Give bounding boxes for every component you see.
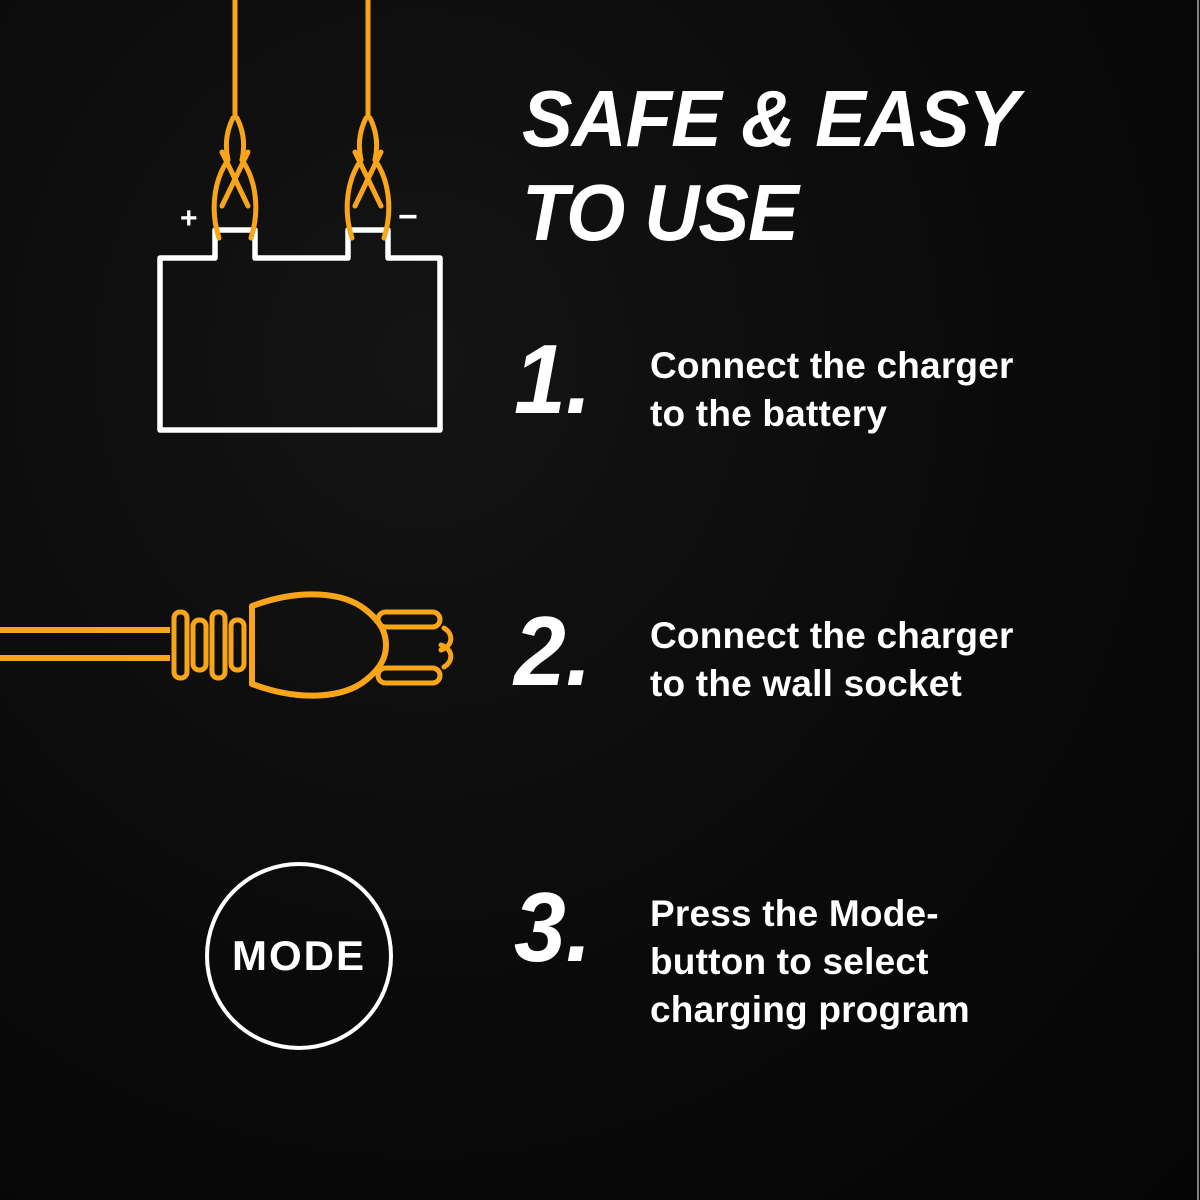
page-title-line1: SAFE & EASY (522, 74, 1019, 163)
plug-illustration (0, 591, 454, 699)
battery-positive-label: + (180, 202, 198, 235)
step-2-number: 2. (514, 596, 592, 706)
mode-button-circle: MODE (205, 862, 393, 1050)
step-3-number: 3. (514, 872, 592, 982)
clamp-icon-positive (214, 0, 256, 238)
step-3-line3: charging program (650, 989, 970, 1030)
mode-button-label: MODE (232, 932, 366, 979)
battery-illustration (157, 0, 443, 433)
page-title-line2: TO USE (522, 168, 799, 257)
step-2-line2: to the wall socket (650, 663, 963, 704)
right-edge-line (1197, 0, 1199, 1200)
battery-outline (157, 227, 443, 433)
step-1-text: Connect the charger to the battery (650, 342, 1014, 438)
plug-pin-bottom-curl (438, 642, 454, 670)
step-1-line1: Connect the charger (650, 345, 1014, 386)
step-3-line1: Press the Mode- (650, 893, 939, 934)
step-2-text: Connect the charger to the wall socket (650, 612, 1014, 708)
step-2-line1: Connect the charger (650, 615, 1014, 656)
step-1-number: 1. (514, 324, 592, 434)
plug-pin-top (375, 609, 443, 630)
battery-negative-label: − (398, 198, 418, 236)
plug-strain-relief (171, 609, 247, 681)
step-3-line2: button to select (650, 941, 929, 982)
plug-pin-bottom (375, 665, 443, 686)
plug-body (249, 591, 389, 699)
page-title: SAFE & EASY TO USE (522, 72, 1019, 260)
step-3-text: Press the Mode- button to select chargin… (650, 890, 970, 1034)
step-1-line2: to the battery (650, 393, 888, 434)
clamp-icon-negative (347, 0, 389, 238)
